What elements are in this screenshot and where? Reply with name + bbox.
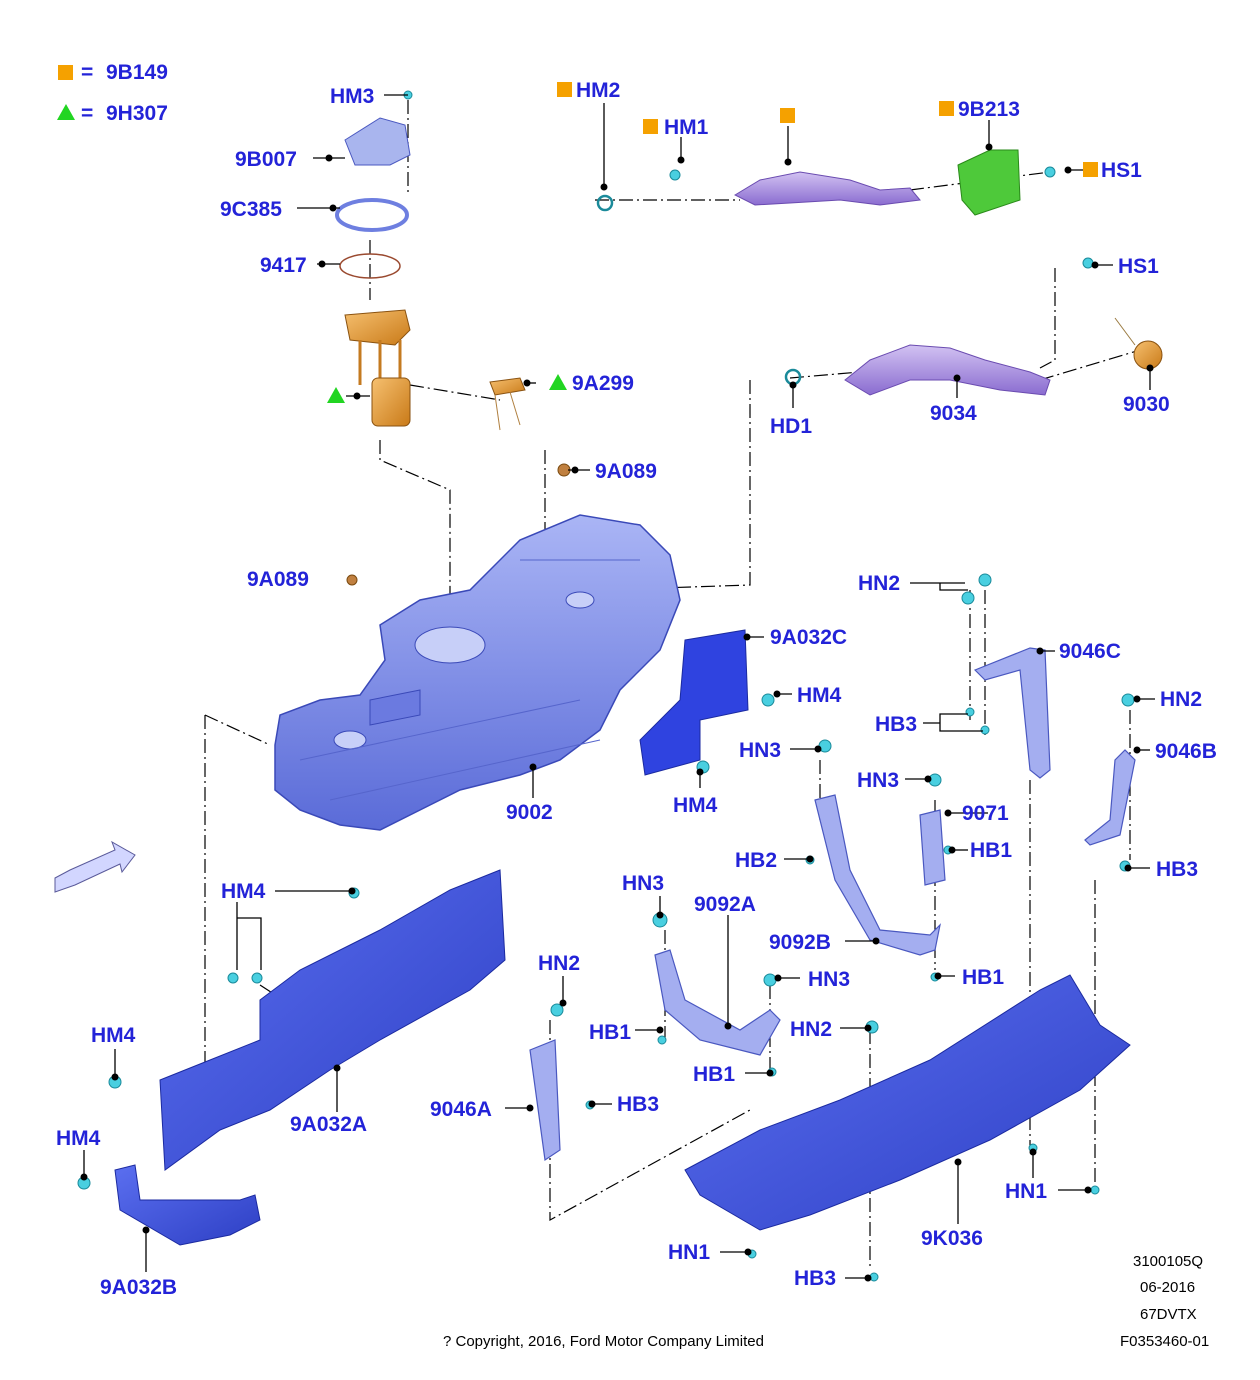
- label-hn2-c: HN2: [538, 952, 581, 975]
- label-hn3-a: HN3: [739, 739, 782, 762]
- label-9a299: 9A299: [572, 372, 634, 395]
- label-9k036: 9K036: [921, 1227, 983, 1250]
- label-hm4-left-1: HM4: [221, 880, 266, 903]
- label-9002: 9002: [506, 801, 553, 824]
- legend-equals: =: [81, 61, 94, 84]
- shield-9a032a: [159, 869, 506, 1171]
- label-9092a: 9092A: [694, 893, 756, 916]
- square-marker-pipe: [780, 108, 795, 123]
- label-hn3-d: HN3: [808, 968, 851, 991]
- label-hm4-right-2: HM4: [673, 794, 718, 817]
- square-marker-hm1: [643, 119, 658, 134]
- footer-ref: 3100105Q: [1133, 1253, 1204, 1270]
- leader-dots: [80, 143, 1154, 1282]
- label-hb3-c: HB3: [617, 1093, 660, 1116]
- label-hn2-a: HN2: [858, 572, 901, 595]
- label-hb1-c: HB1: [589, 1021, 632, 1044]
- fuel-tank-9002: [274, 514, 681, 831]
- straps: [529, 647, 1136, 1162]
- label-hs1-mid: HS1: [1118, 255, 1159, 278]
- label-hn1-a: HN1: [668, 1241, 711, 1264]
- square-marker-hm2: [557, 82, 572, 97]
- label-hm3: HM3: [330, 85, 375, 108]
- label-9a032b: 9A032B: [100, 1276, 178, 1299]
- label-hb3-d: HB3: [794, 1267, 837, 1290]
- label-9046c: 9046C: [1059, 640, 1121, 663]
- cap-9030: [1133, 340, 1163, 370]
- label-9b213: 9B213: [958, 98, 1020, 121]
- label-hm4-left-2: HM4: [91, 1024, 136, 1047]
- label-9417: 9417: [260, 254, 307, 277]
- triangle-marker-9a299: [549, 374, 567, 390]
- label-hb3-b: HB3: [1156, 858, 1199, 881]
- label-hm1: HM1: [664, 116, 709, 139]
- label-9a032a: 9A032A: [290, 1113, 368, 1136]
- label-hn2-d: HN2: [790, 1018, 833, 1041]
- filler-pipe-upper: [733, 171, 921, 206]
- label-hm4-left-3: HM4: [56, 1127, 101, 1150]
- label-9046a: 9046A: [430, 1098, 492, 1121]
- label-9071: 9071: [962, 802, 1009, 825]
- front-direction-arrow: [54, 840, 136, 893]
- label-9034: 9034: [930, 402, 977, 425]
- footer-date: 06-2016: [1140, 1279, 1196, 1296]
- label-hm4-right-1: HM4: [797, 684, 842, 707]
- label-9a089-mid: 9A089: [247, 568, 309, 591]
- label-9092b: 9092B: [769, 931, 831, 954]
- fuel-pump-module: [344, 309, 526, 431]
- legend-equals: =: [81, 102, 94, 125]
- label-hd1: HD1: [770, 415, 813, 438]
- footer-copyright: ? Copyright, 2016, Ford Motor Company Li…: [443, 1333, 764, 1350]
- square-marker-9b213: [939, 101, 954, 116]
- label-hn1-b: HN1: [1005, 1180, 1048, 1203]
- bracket-9b213: [957, 149, 1021, 216]
- label-hn3-c: HN3: [622, 872, 665, 895]
- label-9c385: 9C385: [220, 198, 282, 221]
- legend-code-9b149: 9B149: [106, 61, 168, 84]
- shield-9a032b: [114, 1164, 261, 1246]
- label-hn3-b: HN3: [857, 769, 900, 792]
- seal-9417: [339, 253, 401, 279]
- square-marker-hs1: [1083, 162, 1098, 177]
- footer-model: 67DVTX: [1140, 1306, 1197, 1323]
- leader-lines: [83, 94, 1155, 1279]
- legend-square-icon: [58, 65, 73, 80]
- filler-pipe-9034: [844, 344, 1051, 396]
- cover-9b007: [344, 117, 411, 166]
- label-9a032c: 9A032C: [770, 626, 848, 649]
- triangle-marker-pump: [327, 387, 345, 403]
- skid-plate-9k036: [684, 974, 1131, 1231]
- footer-figure-id: F0353460-01: [1120, 1333, 1210, 1350]
- legend-triangle-icon: [57, 104, 75, 120]
- label-hs1-top: HS1: [1101, 159, 1142, 182]
- label-hb1-b: HB1: [962, 966, 1005, 989]
- label-9030: 9030: [1123, 393, 1170, 416]
- label-hm2: HM2: [576, 79, 621, 102]
- label-hn2-b: HN2: [1160, 688, 1203, 711]
- legend-code-9h307: 9H307: [106, 102, 168, 125]
- label-hb1-a: HB1: [970, 839, 1013, 862]
- lock-ring-9c385: [335, 198, 409, 232]
- label-hb2: HB2: [735, 849, 778, 872]
- label-9a089-top: 9A089: [595, 460, 657, 483]
- label-9b007: 9B007: [235, 148, 297, 171]
- label-9046b: 9046B: [1155, 740, 1217, 763]
- label-hb3-a: HB3: [875, 713, 918, 736]
- shield-9a032c: [639, 629, 749, 776]
- label-hb1-d: HB1: [693, 1063, 736, 1086]
